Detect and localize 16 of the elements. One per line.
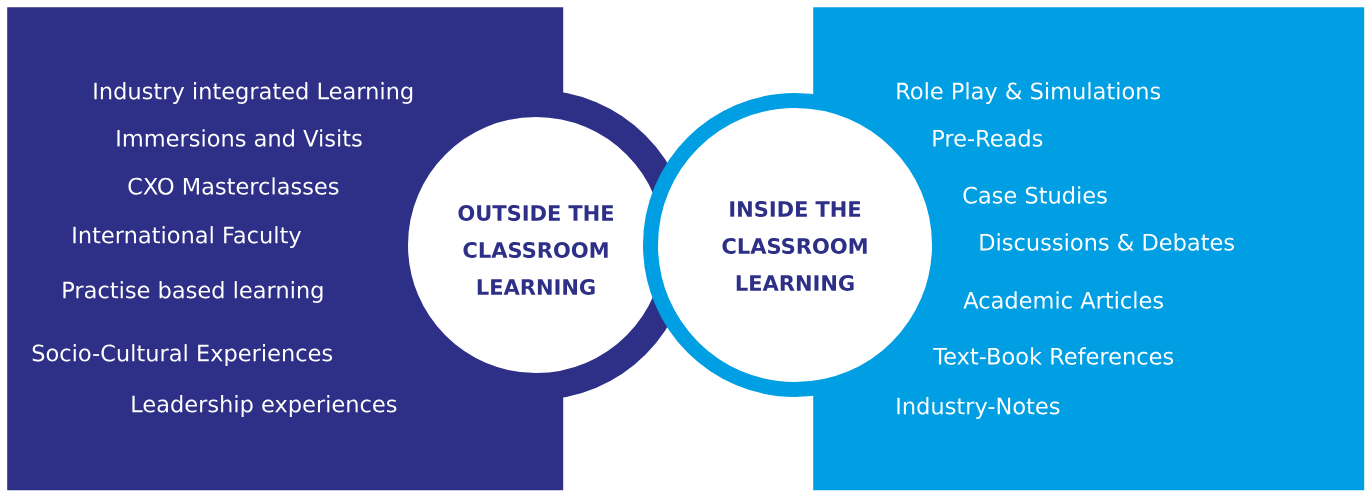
list-item: International Faculty: [73, 226, 301, 248]
list-item: Socio-Cultural Experiences: [32, 344, 333, 366]
list-item: Industry-Notes: [897, 397, 1060, 419]
list-item: Text-Book References: [933, 347, 1174, 365]
list-item: Academic Articles: [963, 291, 1163, 309]
list-item: Discussions & Debates: [980, 233, 1234, 251]
list-item: Industry integrated Learning: [94, 82, 413, 104]
list-item: Case Studies: [963, 186, 1107, 204]
list-item: Pre-Reads: [933, 129, 1043, 147]
node-label: INSIDE THE CLASSROOM LEARNING: [722, 201, 867, 291]
node-label: OUTSIDE THE CLASSROOM LEARNING: [458, 205, 614, 295]
list-item: CXO Masterclasses: [128, 177, 339, 195]
list-item: Leadership experiences: [132, 395, 397, 417]
list-item: Practise based learning: [63, 281, 323, 303]
list-item: Role Play & Simulations: [897, 82, 1161, 104]
list-item: Immersions and Visits: [117, 129, 362, 147]
